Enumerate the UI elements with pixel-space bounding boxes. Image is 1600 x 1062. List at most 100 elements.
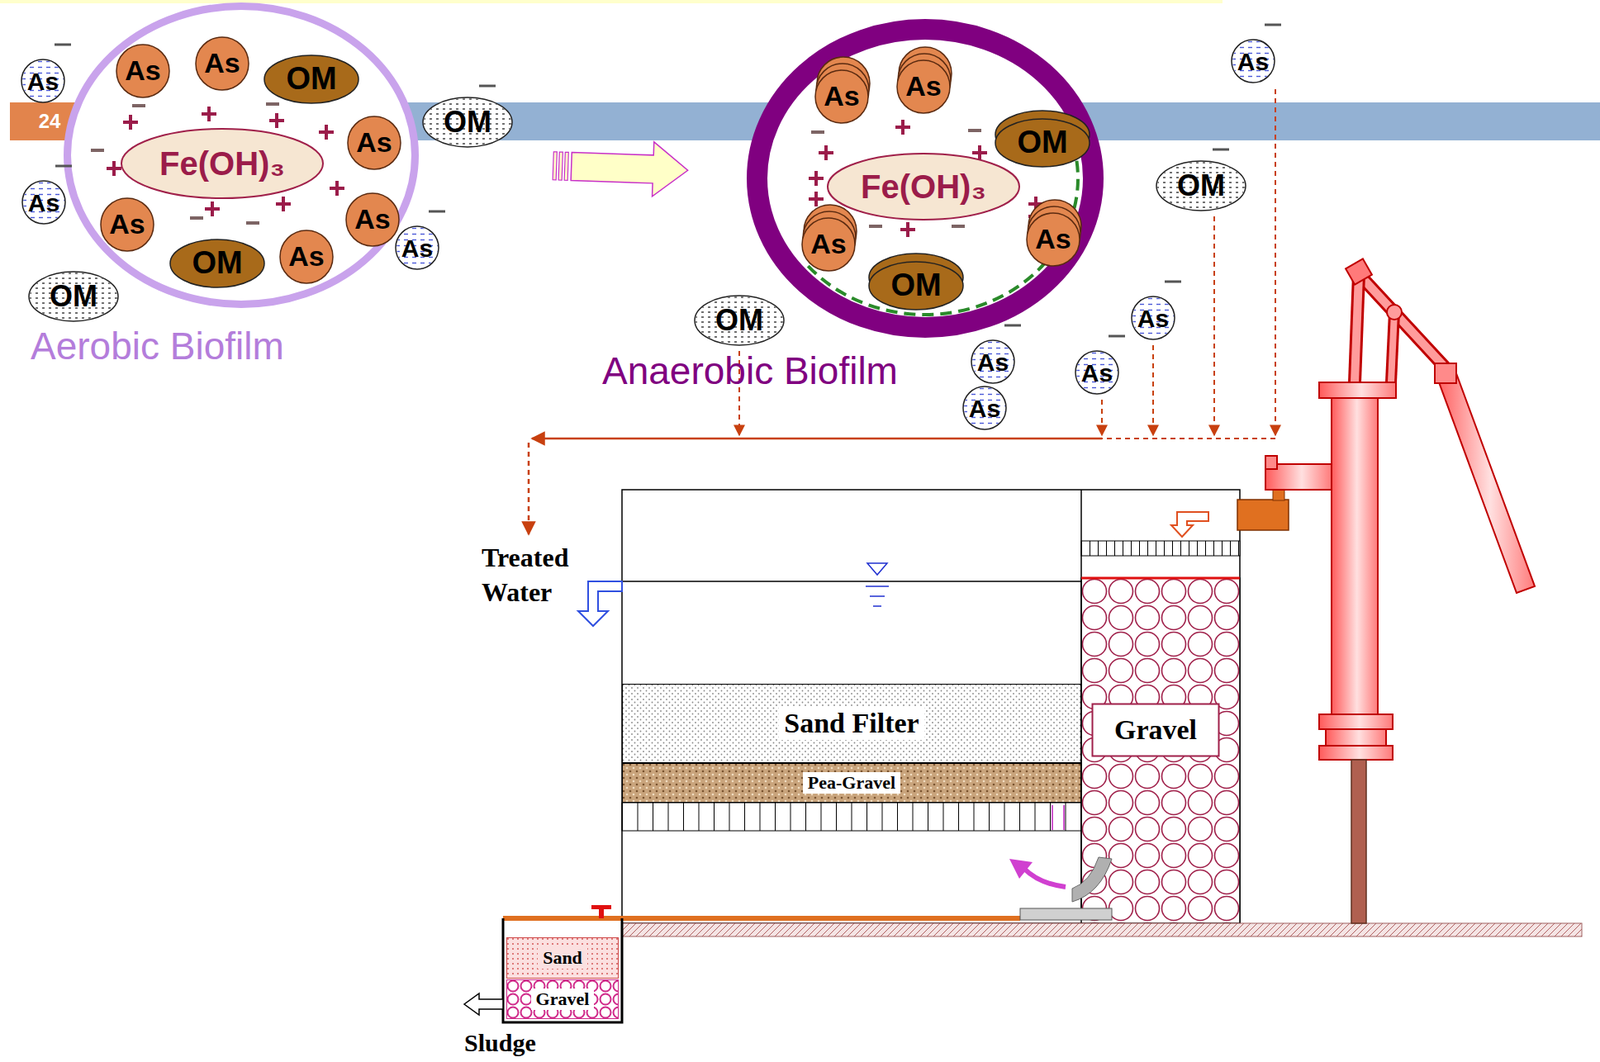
pump-link: [1358, 274, 1451, 374]
iron-hydroxide-floc: Fe(OH)₃: [120, 128, 324, 200]
drain-pipe: [503, 916, 1021, 922]
pump-cap: [1319, 382, 1396, 399]
pump-pivot: [1434, 363, 1457, 384]
arsenic-disc: [802, 218, 855, 271]
pump-spout: [1265, 455, 1278, 470]
arsenic-label: As: [28, 189, 60, 217]
release-leader: [1274, 89, 1277, 436]
dissolved-outline: [1231, 39, 1275, 83]
sludge-outlet-arrow: [464, 993, 504, 1016]
underdrain-mark: [1063, 805, 1065, 831]
organic-matter-stack: OM: [994, 118, 1091, 168]
dissolved-dashes: [22, 60, 64, 102]
organic-matter-label: OM: [1177, 169, 1225, 203]
negative-charge: [951, 224, 965, 228]
organic-matter-label: OM: [1016, 125, 1068, 161]
outlet-pipe: [1272, 489, 1285, 501]
negative-charge: [132, 104, 146, 108]
arsenic-label: As: [1035, 223, 1071, 255]
collector-line: [1101, 437, 1276, 440]
organic-matter-particle: OM: [263, 54, 360, 105]
tank-outline: [621, 489, 1240, 924]
pump-flange: [1319, 745, 1393, 760]
water-level-symbol: [867, 563, 888, 575]
pump-link: [1358, 274, 1451, 374]
arsenic-label: As: [1237, 47, 1269, 76]
pump-pivot: [1386, 304, 1402, 320]
arsenic-label: As: [977, 348, 1009, 376]
positive-charge: [900, 222, 916, 238]
arsenic-disc: [1026, 213, 1080, 266]
negative-charge: [246, 221, 260, 225]
dissolved-dashes: [963, 387, 1006, 429]
arsenic-label: As: [401, 234, 433, 262]
collector-line: [531, 437, 1102, 441]
negative-charge: [1004, 324, 1021, 328]
arsenic-label: As: [109, 208, 145, 240]
dissolved-dashes: [1076, 351, 1118, 394]
arsenic-disc: [815, 70, 869, 124]
negative-charge: [265, 102, 280, 106]
sand-filter-layer: Sand Filter: [621, 683, 1082, 764]
layer-fill: [622, 684, 1082, 764]
dissolved-dashes: [396, 227, 438, 269]
layer-label: Pea-Gravel: [802, 772, 901, 794]
anaerobic-biofilm-ring: Anaerobic BiofilmFe(OH)₃AsAsOMAsOMAs: [746, 18, 1104, 338]
layer-label: Sand: [537, 947, 588, 969]
arrow-tail-stripe: [558, 151, 563, 181]
floc-label: Fe(OH)₃: [860, 168, 987, 205]
biofilm-label: Anaerobic Biofilm: [602, 350, 898, 393]
pump-flange: [1319, 714, 1393, 730]
organic-matter-stack: OM: [868, 261, 964, 311]
positive-charge: [123, 114, 138, 130]
organic-matter-label: OM: [715, 303, 764, 338]
arsenic-disc: [347, 116, 401, 170]
organic-matter-disc: [264, 55, 359, 104]
arsenic-particle: As: [99, 197, 155, 252]
arsenic-label: As: [356, 127, 392, 158]
negative-charge: [1264, 23, 1282, 27]
positive-charge: [269, 113, 285, 129]
dissolved-outline: [1075, 351, 1119, 395]
drain-valve: [598, 908, 604, 919]
negative-charge: [811, 130, 825, 134]
organic-matter-label: OM: [49, 280, 98, 314]
positive-charge: [329, 180, 345, 196]
label-anchor: Treated Water: [481, 541, 589, 610]
dissolved-dashes: [695, 296, 784, 345]
arsenic-particle-stack: As: [814, 69, 869, 124]
arsenic-disc: [346, 193, 399, 247]
dissolved-dashes: [423, 98, 512, 147]
hand-pump: [1237, 258, 1535, 924]
outlet-pipe: [1237, 499, 1289, 531]
positive-charge: [204, 201, 220, 217]
arsenic-label: As: [810, 228, 846, 260]
dissolved-arsenic: As: [970, 339, 1016, 385]
arsenic-label: As: [204, 47, 240, 79]
arsenic-label: As: [823, 80, 860, 112]
biofilm-outline: [67, 6, 416, 305]
water-level-symbol: [873, 605, 882, 608]
negative-charge: [1108, 335, 1126, 338]
layer-fill: [622, 764, 1082, 803]
aerobic-biofilm-ring: Aerobic BiofilmFe(OH)₃AsAsOMAsAsAsOMAs: [63, 2, 419, 309]
negative-charge: [428, 210, 446, 214]
arsenic-disc: [897, 60, 950, 114]
release-leader: [1213, 216, 1216, 436]
pump-link: [1391, 312, 1395, 383]
dissolved-organic-matter: OM: [422, 96, 513, 148]
positive-charge: [318, 124, 334, 140]
floc-outline: [121, 128, 323, 199]
treated-leader: [527, 442, 531, 535]
arsenic-particle-stack: As: [1025, 212, 1081, 267]
dissolved-dashes: [23, 181, 65, 224]
gravel-label-box: Gravel: [1091, 703, 1220, 757]
arsenic-particle-stack: As: [896, 59, 951, 114]
dissolved-dashes: [1157, 161, 1245, 210]
arsenic-label: As: [1137, 304, 1169, 333]
negative-charge: [479, 85, 496, 88]
layer-label: Gravel: [531, 988, 595, 1011]
dissolved-organic-matter: OM: [28, 270, 119, 323]
dissolved-outline: [971, 340, 1015, 384]
